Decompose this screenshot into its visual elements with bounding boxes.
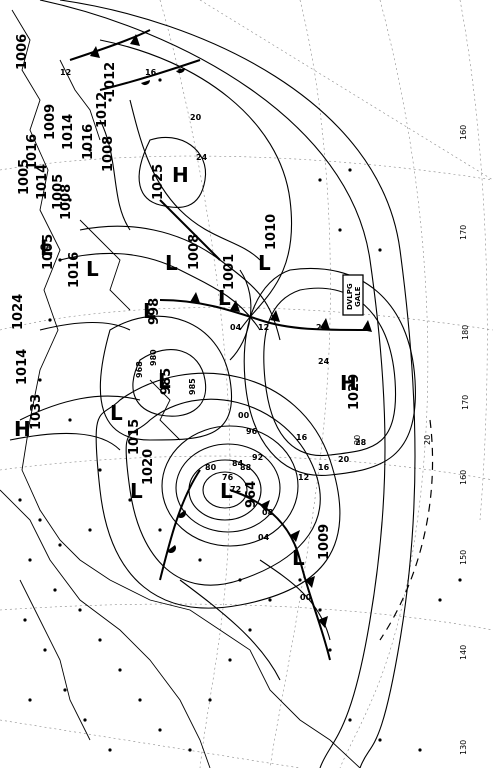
low-value-1009: 1009 (317, 524, 332, 560)
svg-text:1006: 1006 (15, 34, 30, 70)
svg-text:24: 24 (318, 357, 330, 366)
low-symbol-1016: L (86, 257, 99, 281)
grid-labels: 160 170 180 170 160 150 140 130 20 30 (353, 125, 470, 755)
svg-text:84: 84 (232, 459, 244, 468)
svg-text:1014: 1014 (15, 349, 30, 385)
svg-text:12: 12 (298, 473, 309, 482)
svg-text:1024: 1024 (11, 294, 26, 330)
svg-text:1005: 1005 (51, 174, 66, 210)
low-symbol-964: L (220, 479, 233, 503)
low-symbol-1020: L (130, 479, 143, 503)
svg-text:96: 96 (246, 427, 258, 436)
svg-text:980: 980 (149, 349, 158, 366)
fronts (69, 29, 371, 661)
low-value-1001: 1001 (222, 254, 237, 290)
high-value-left: 1033 (29, 394, 44, 430)
svg-text:28: 28 (355, 438, 367, 447)
gale-warning-line1: DVLPG (346, 283, 354, 310)
lat-label: 30 (353, 435, 362, 445)
isobars (9, 0, 416, 768)
isobar-labels: 1006 1012 1009 1014 1016 1005 1008 1005 … (11, 34, 367, 602)
svg-text:1014: 1014 (35, 164, 50, 200)
svg-text:76: 76 (222, 473, 234, 482)
svg-text:72: 72 (230, 485, 241, 494)
lon-label: 160 (459, 470, 468, 485)
lon-label: 140 (459, 645, 468, 660)
low-symbol-1015: L (110, 401, 123, 425)
low-symbol-1010: L (258, 251, 271, 275)
high-symbol-1029: H (340, 371, 357, 395)
svg-text:1016: 1016 (81, 124, 96, 160)
station-plots (18, 68, 462, 752)
svg-text:00: 00 (300, 593, 312, 602)
low-value-1016: 1016 (67, 252, 82, 288)
svg-text:12: 12 (258, 323, 269, 332)
svg-text:08: 08 (40, 243, 52, 252)
lon-label: 180 (461, 325, 470, 340)
svg-text:20: 20 (316, 323, 328, 332)
svg-text:985: 985 (188, 378, 197, 395)
low-value-1008: 1008 (187, 234, 202, 270)
front-barbs (90, 34, 372, 628)
high-symbol-left: H (14, 417, 31, 441)
high-value-1025: 1025 (151, 164, 166, 200)
low-symbol-1008: L (165, 251, 178, 275)
svg-text:92: 92 (252, 453, 263, 462)
svg-text:968: 968 (135, 361, 144, 378)
low-symbol-1001: L (218, 286, 231, 310)
low-value-1010: 1010 (264, 214, 279, 250)
svg-text:24: 24 (196, 153, 208, 162)
coastline (0, 9, 361, 768)
svg-text:20: 20 (338, 455, 350, 464)
low-value-964: 964 (244, 481, 259, 508)
svg-text:1005: 1005 (17, 159, 32, 195)
svg-text:08: 08 (262, 508, 274, 517)
gale-warning-box (342, 274, 364, 316)
low-value-1015: 1015 (127, 419, 142, 455)
svg-text:88: 88 (240, 463, 252, 472)
svg-text:00: 00 (238, 411, 250, 420)
low-value-1020: 1020 (141, 449, 156, 485)
low-value-985: 985 (159, 368, 174, 395)
svg-text:1014: 1014 (61, 114, 76, 150)
low-value-998: 998 (147, 298, 162, 325)
low-value-1005: 1005 (41, 234, 56, 270)
low-symbol-1005: L (40, 236, 53, 260)
lon-label: 170 (461, 395, 470, 410)
pressure-centers: H 1033 H 1025 H 1029 L 1008 L 1001 L 101… (14, 163, 362, 570)
low-symbol-985: L (158, 369, 171, 393)
svg-text:04: 04 (230, 323, 242, 332)
svg-text:1012: 1012 (95, 92, 110, 128)
svg-text:04: 04 (258, 533, 270, 542)
dashed-isopleth (379, 419, 434, 641)
gale-warning: DVLPG GALE (342, 274, 364, 316)
svg-text:16: 16 (318, 463, 330, 472)
svg-text:1008: 1008 (101, 136, 116, 172)
low-symbol-1009: L (292, 546, 305, 570)
lat-label: 20 (423, 435, 432, 445)
svg-text:16: 16 (296, 433, 308, 442)
svg-text:1008: 1008 (59, 184, 74, 220)
lon-label: 170 (459, 225, 468, 240)
svg-text:1012: 1012 (103, 62, 118, 98)
lon-label: 160 (459, 125, 468, 140)
svg-text:16: 16 (145, 68, 157, 77)
high-symbol-1025: H (172, 163, 189, 187)
svg-text:1016: 1016 (25, 134, 40, 170)
svg-text:12: 12 (60, 68, 71, 77)
gale-warning-line2: GALE (354, 286, 362, 307)
low-symbol-998: L (143, 299, 156, 323)
lon-label: 130 (459, 740, 468, 755)
svg-text:20: 20 (190, 113, 202, 122)
high-value-1029: 1029 (347, 374, 362, 410)
lon-label: 150 (459, 550, 468, 565)
svg-text:80: 80 (205, 463, 217, 472)
svg-text:1009: 1009 (43, 104, 58, 140)
